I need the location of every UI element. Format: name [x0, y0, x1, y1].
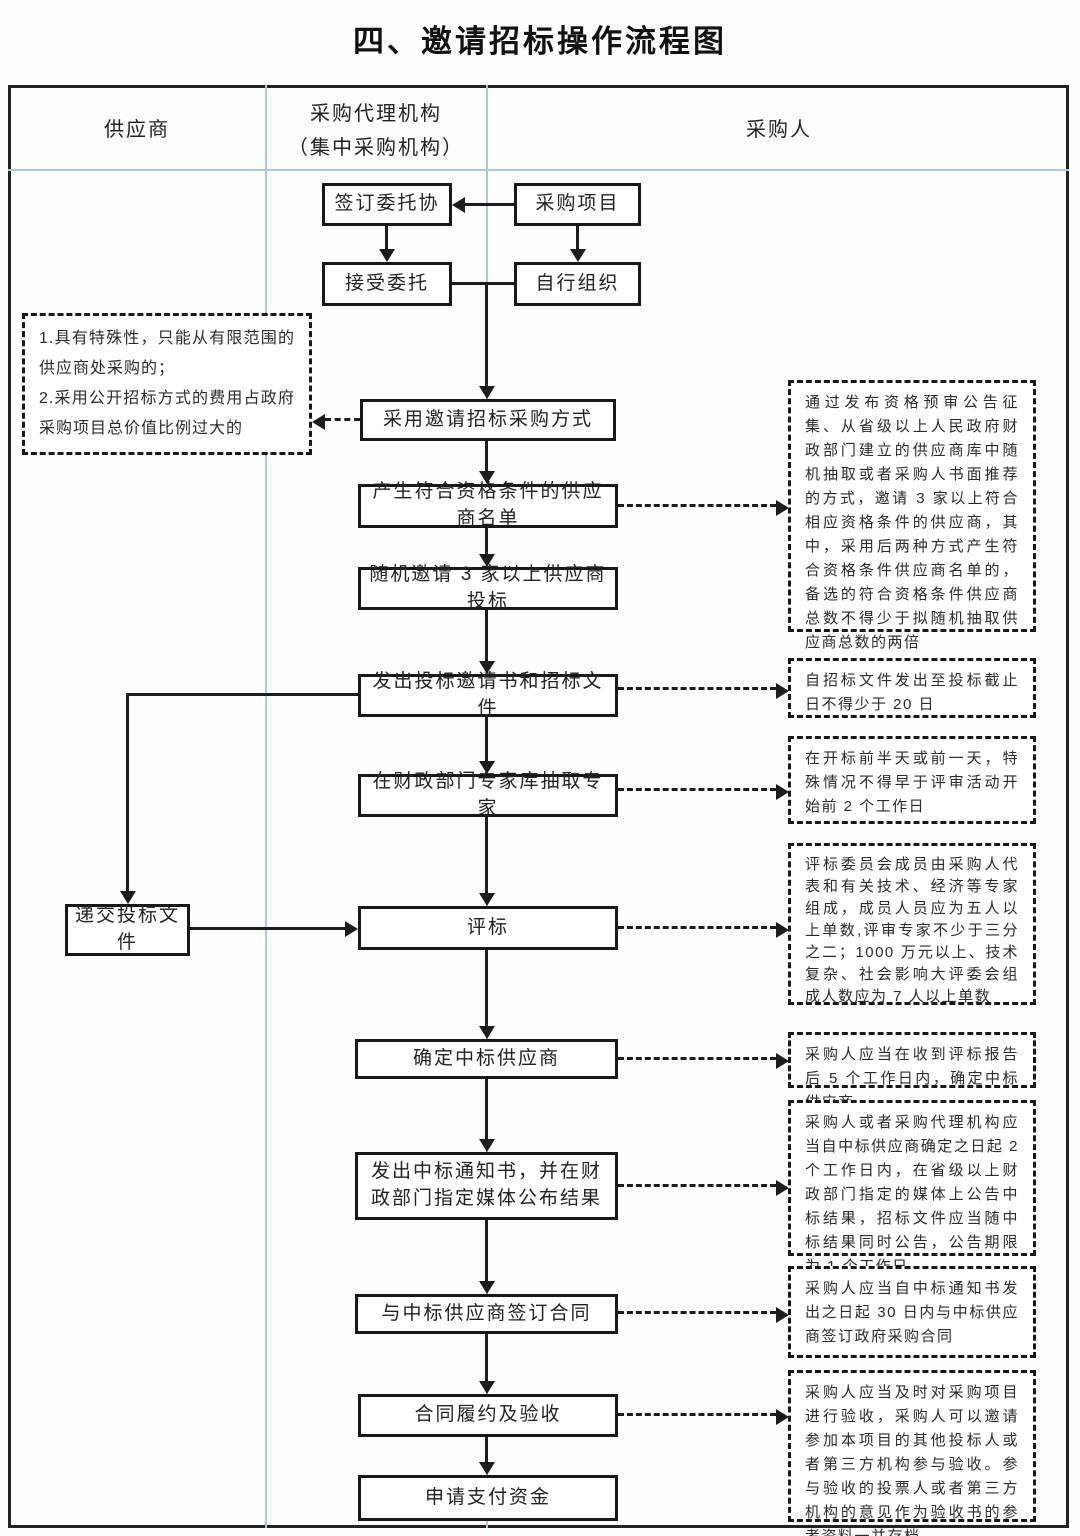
- box-submit-bid: 递交投标文件: [65, 904, 190, 956]
- note-acceptance: 采购人应当及时对采购项目进行验收，采购人可以邀请参加本项目的其他投标人或者第三方…: [788, 1370, 1036, 1536]
- arrow-sign-to-accept: [385, 226, 388, 250]
- arrow-left-to-submit: [126, 693, 129, 892]
- dashed-arrow-determine-to-5days-note: [618, 1053, 789, 1069]
- arrow-experts-to-evaluation: [485, 817, 488, 894]
- dashed-arrow-notice-to-announce-note: [618, 1180, 789, 1196]
- arrow-evaluation-to-determine: [485, 950, 488, 1027]
- dashed-arrow-method-to-special-cases: [312, 414, 360, 430]
- arrow-submit-to-evaluation: [190, 927, 346, 930]
- note-committee: 评标委员会成员由采购人代表和有关技术、经济等专家组成，成员人员应为五人以上单数,…: [788, 843, 1036, 1005]
- column-divider-1: [265, 85, 267, 1528]
- column-header-agency-line1: 采购代理机构: [310, 103, 442, 125]
- note-expert-timing: 在开标前半天或前一天，特殊情况不得早于评审活动开始前 2 个工作日: [788, 736, 1036, 824]
- dashed-arrow-evaluation-to-committee-note: [618, 922, 789, 938]
- arrow-hub-to-method: [485, 282, 488, 387]
- arrow-contract-to-acceptance: [485, 1333, 488, 1382]
- column-header-agency: 采购代理机构 （集中采购机构）: [266, 97, 486, 165]
- column-header-purchaser: 采购人: [746, 119, 812, 141]
- note-supplier-sourcing: 通过发布资格预审公告征集、从省级以上人民政府财政部门建立的供应商库中随机抽取或者…: [788, 380, 1036, 651]
- box-acceptance: 合同履约及验收: [358, 1394, 618, 1437]
- connector-send-to-left: [126, 693, 358, 696]
- box-sign-contract: 与中标供应商签订合同: [355, 1294, 618, 1334]
- dashed-arrow-acceptance-to-acceptance-note: [618, 1409, 789, 1425]
- note-special-cases-item1: 1.具有特殊性，只能从有限范围的供应商处采购的；: [39, 330, 295, 377]
- box-adopt-method: 采用邀请招标采购方式: [360, 399, 616, 441]
- box-self-organize: 自行组织: [514, 262, 641, 306]
- arrow-project-to-sign: [464, 203, 514, 206]
- arrow-invite-to-send: [485, 610, 488, 662]
- header-divider: [8, 169, 1069, 171]
- box-evaluation: 评标: [358, 906, 618, 950]
- arrow-method-to-list: [485, 441, 488, 472]
- column-header-agency-line2: （集中采购机构）: [288, 137, 464, 159]
- arrow-send-to-experts: [485, 717, 488, 762]
- arrow-project-to-selforganize: [576, 226, 579, 250]
- dashed-arrow-experts-to-timing-note: [618, 784, 789, 800]
- box-send-invitation: 发出投标邀请书和招标文件: [358, 671, 618, 719]
- arrow-determine-to-notice: [485, 1079, 488, 1140]
- box-invite-suppliers: 随机邀请 3 家以上供应商投标: [358, 564, 618, 612]
- dashed-arrow-list-to-sourcing-note: [618, 500, 789, 516]
- note-determine-5days: 采购人应当在收到评标报告后 5 个工作日内，确定中标供应商: [788, 1032, 1036, 1111]
- connector-accept-selforganize: [452, 282, 514, 285]
- page-title: 四、邀请招标操作流程图: [353, 24, 727, 59]
- box-determine-winner: 确定中标供应商: [355, 1039, 618, 1079]
- note-deadline-20days: 自招标文件发出至投标截止日不得少于 20 日: [788, 658, 1036, 718]
- box-request-payment: 申请支付资金: [358, 1475, 618, 1521]
- arrow-notice-to-contract: [485, 1220, 488, 1282]
- note-special-cases-item2: 2.采用公开招标方式的费用占政府采购项目总价值比例过大的: [39, 390, 295, 437]
- box-sign-agreement: 签订委托协: [322, 183, 452, 226]
- column-header-supplier: 供应商: [104, 119, 170, 141]
- arrow-acceptance-to-payment: [485, 1437, 488, 1463]
- dashed-arrow-send-to-deadline-note: [618, 683, 789, 699]
- box-supplier-list: 产生符合资格条件的供应商名单: [358, 481, 618, 529]
- box-accept-delegation: 接受委托: [322, 262, 452, 306]
- chart-outer-border: [8, 85, 1069, 1528]
- note-special-cases: 1.具有特殊性，只能从有限范围的供应商处采购的； 2.采用公开招标方式的费用占政…: [22, 313, 312, 455]
- box-draw-experts: 在财政部门专家库抽取专家: [358, 771, 618, 819]
- note-contract-30days: 采购人应当自中标通知书发出之日起 30 日内与中标供应商签订政府采购合同: [788, 1266, 1036, 1358]
- dashed-arrow-contract-to-30days-note: [618, 1307, 789, 1323]
- note-announce-result: 采购人或者采购代理机构应当自中标供应商确定之日起 2 个工作日内，在省级以上财政…: [788, 1100, 1036, 1275]
- box-procurement-project: 采购项目: [514, 183, 641, 226]
- box-send-notice: 发出中标通知书，并在财政部门指定媒体公布结果: [355, 1152, 618, 1220]
- arrow-list-to-invite: [485, 528, 488, 555]
